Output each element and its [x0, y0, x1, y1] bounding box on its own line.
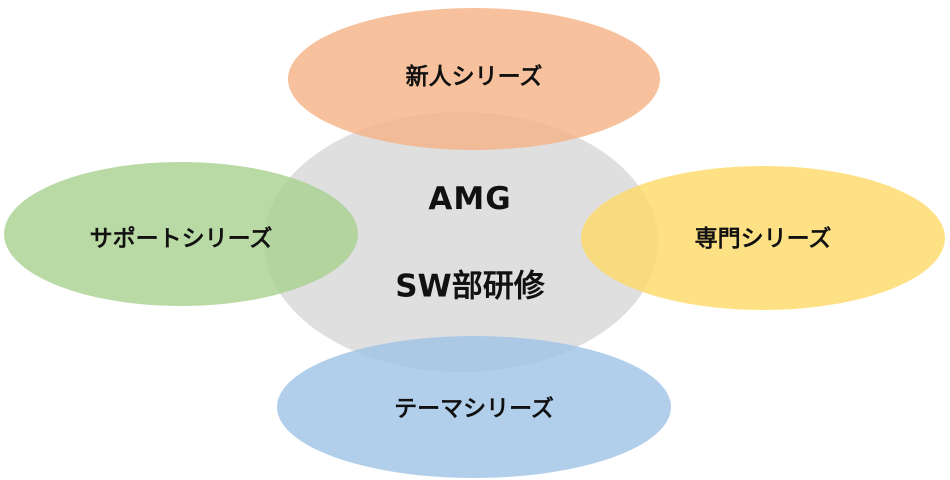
- center-ellipse: [264, 112, 658, 372]
- top-ellipse: [288, 8, 660, 150]
- left-ellipse: [4, 162, 358, 306]
- bottom-series-label: テーマシリーズ: [394, 396, 554, 422]
- top-series-label: 新人シリーズ: [405, 64, 543, 90]
- bottom-ellipse: [277, 336, 671, 478]
- center-title: AMG: [428, 181, 512, 217]
- left-series-label: サポートシリーズ: [89, 226, 273, 252]
- right-series-label: 専門シリーズ: [694, 226, 832, 252]
- center-subtitle: SW部研修: [395, 268, 545, 305]
- right-ellipse: [581, 166, 945, 310]
